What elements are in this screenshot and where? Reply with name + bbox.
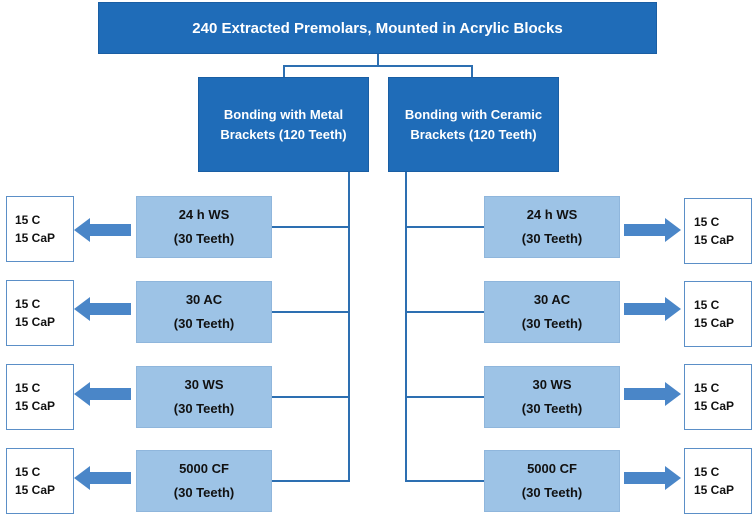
branch-metal-line1: Bonding with Metal [223, 106, 344, 122]
result-line2: 15 CaP [15, 483, 56, 497]
ceramic-condition-2: 30 AC (30 Teeth) [484, 281, 620, 343]
condition-count: (30 Teeth) [173, 316, 235, 331]
result-line2: 15 CaP [694, 233, 735, 247]
condition-name: 30 AC [185, 292, 223, 307]
ceramic-result-3: 15 C 15 CaP [684, 364, 752, 430]
result-line2: 15 CaP [694, 483, 735, 497]
condition-count: (30 Teeth) [173, 485, 235, 500]
arrow-left-1 [74, 218, 131, 242]
branch-ceramic-line1: Bonding with Ceramic [404, 106, 543, 122]
condition-name: 5000 CF [179, 461, 229, 476]
branch-ceramic-line2: Brackets (120 Teeth) [410, 126, 537, 142]
arrow-left-2 [74, 297, 131, 321]
result-line2: 15 CaP [15, 315, 56, 329]
arrow-right-3 [624, 382, 681, 406]
condition-name: 30 AC [533, 292, 571, 307]
condition-count: (30 Teeth) [521, 316, 583, 331]
condition-count: (30 Teeth) [173, 231, 235, 246]
condition-name: 24 h WS [178, 207, 230, 222]
result-line2: 15 CaP [15, 399, 56, 413]
arrow-right-2 [624, 297, 681, 321]
condition-name: 5000 CF [527, 461, 577, 476]
metal-condition-2: 30 AC (30 Teeth) [136, 281, 272, 343]
result-line1: 15 C [694, 215, 720, 229]
condition-count: (30 Teeth) [521, 401, 583, 416]
condition-count: (30 Teeth) [521, 231, 583, 246]
metal-result-3: 15 C 15 CaP [6, 364, 74, 430]
ceramic-condition-1: 24 h WS (30 Teeth) [484, 196, 620, 258]
metal-result-4: 15 C 15 CaP [6, 448, 74, 514]
metal-result-2: 15 C 15 CaP [6, 280, 74, 346]
ceramic-result-1: 15 C 15 CaP [684, 198, 752, 264]
metal-condition-1: 24 h WS (30 Teeth) [136, 196, 272, 258]
metal-condition-3: 30 WS (30 Teeth) [136, 366, 272, 428]
result-line2: 15 CaP [15, 231, 56, 245]
condition-name: 30 WS [532, 377, 572, 392]
root-title: 240 Extracted Premolars, Mounted in Acry… [192, 19, 563, 37]
result-line1: 15 C [694, 298, 720, 312]
condition-name: 30 WS [184, 377, 224, 392]
condition-count: (30 Teeth) [521, 485, 583, 500]
condition-count: (30 Teeth) [173, 401, 235, 416]
metal-result-1: 15 C 15 CaP [6, 196, 74, 262]
result-line1: 15 C [15, 297, 41, 311]
result-line1: 15 C [15, 381, 41, 395]
arrow-left-3 [74, 382, 131, 406]
condition-name: 24 h WS [526, 207, 578, 222]
result-line2: 15 CaP [694, 316, 735, 330]
ceramic-condition-3: 30 WS (30 Teeth) [484, 366, 620, 428]
arrow-right-1 [624, 218, 681, 242]
result-line2: 15 CaP [694, 399, 735, 413]
branch-metal-line2: Brackets (120 Teeth) [220, 126, 347, 142]
ceramic-result-2: 15 C 15 CaP [684, 281, 752, 347]
result-line1: 15 C [15, 213, 41, 227]
result-line1: 15 C [15, 465, 41, 479]
result-line1: 15 C [694, 381, 720, 395]
branch-ceramic-node: Bonding with Ceramic Brackets (120 Teeth… [388, 77, 559, 172]
root-node: 240 Extracted Premolars, Mounted in Acry… [98, 2, 657, 54]
branch-metal-node: Bonding with Metal Brackets (120 Teeth) [198, 77, 369, 172]
ceramic-result-4: 15 C 15 CaP [684, 448, 752, 514]
arrow-left-4 [74, 466, 131, 490]
arrow-right-4 [624, 466, 681, 490]
result-line1: 15 C [694, 465, 720, 479]
metal-condition-4: 5000 CF (30 Teeth) [136, 450, 272, 512]
ceramic-condition-4: 5000 CF (30 Teeth) [484, 450, 620, 512]
